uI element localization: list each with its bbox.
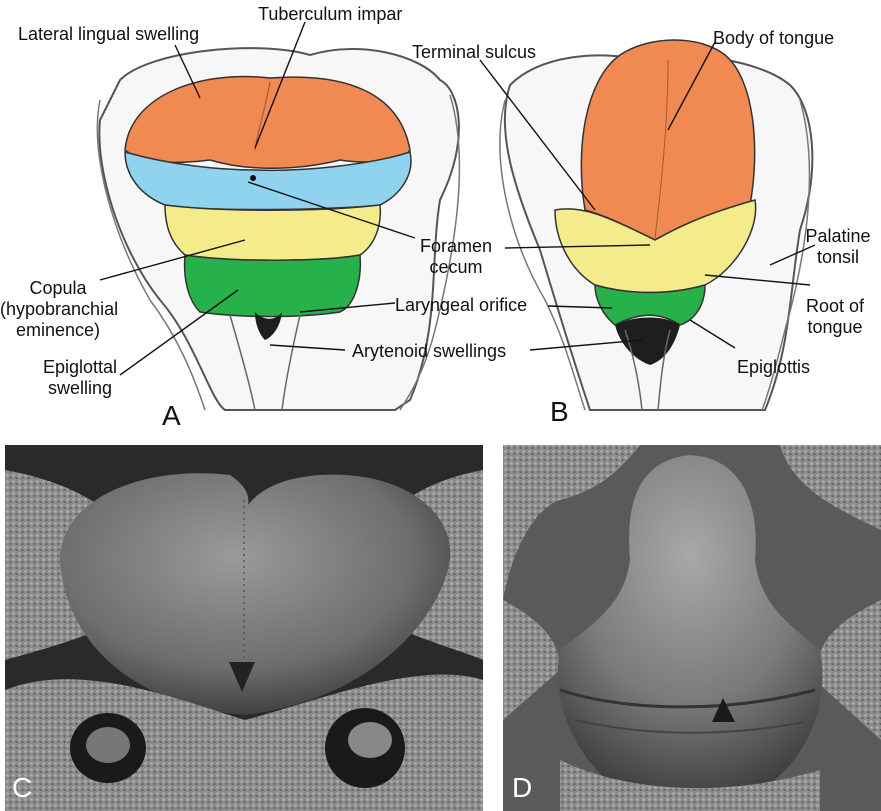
label-lateral-lingual-swelling: Lateral lingual swelling xyxy=(18,24,199,45)
panel-d-sem xyxy=(503,445,881,811)
label-epiglottal-line1: Epiglottal xyxy=(28,357,132,378)
label-epiglottal-swelling: Epiglottal swelling xyxy=(28,357,132,399)
label-epiglottal-line2: swelling xyxy=(28,378,132,399)
label-root-of-tongue: Root of tongue xyxy=(795,296,875,338)
label-palatine-line2: tonsil xyxy=(795,247,881,268)
label-palatine-tonsil: Palatine tonsil xyxy=(795,226,881,268)
label-body-of-tongue: Body of tongue xyxy=(713,28,834,49)
label-copula-line2: (hypobranchial xyxy=(0,299,116,320)
panel-c-sem xyxy=(5,445,483,811)
label-copula-line3: eminence) xyxy=(0,320,116,341)
label-foramen-cecum: Foramen cecum xyxy=(408,236,504,278)
panel-b-drawing xyxy=(500,40,812,410)
label-root-line2: tongue xyxy=(795,317,875,338)
label-laryngeal-orifice: Laryngeal orifice xyxy=(395,295,527,316)
yellow-band-shape xyxy=(165,205,380,260)
label-foramen-cecum-line1: Foramen xyxy=(408,236,504,257)
panel-letter-c: C xyxy=(12,772,32,804)
panel-letter-b: B xyxy=(550,396,569,428)
label-arytenoid-swellings: Arytenoid swellings xyxy=(352,341,506,362)
epiglottal-swelling-shape xyxy=(185,255,361,317)
panel-letter-a: A xyxy=(162,400,181,432)
label-copula: Copula (hypobranchial eminence) xyxy=(0,278,116,341)
panel-letter-d: D xyxy=(512,772,532,804)
label-copula-line1: Copula xyxy=(0,278,116,299)
label-epiglottis: Epiglottis xyxy=(737,357,810,378)
label-root-line1: Root of xyxy=(795,296,875,317)
label-palatine-line1: Palatine xyxy=(795,226,881,247)
label-tuberculum-impar: Tuberculum impar xyxy=(258,4,402,25)
label-foramen-cecum-line2: cecum xyxy=(408,257,504,278)
label-terminal-sulcus: Terminal sulcus xyxy=(412,42,536,63)
